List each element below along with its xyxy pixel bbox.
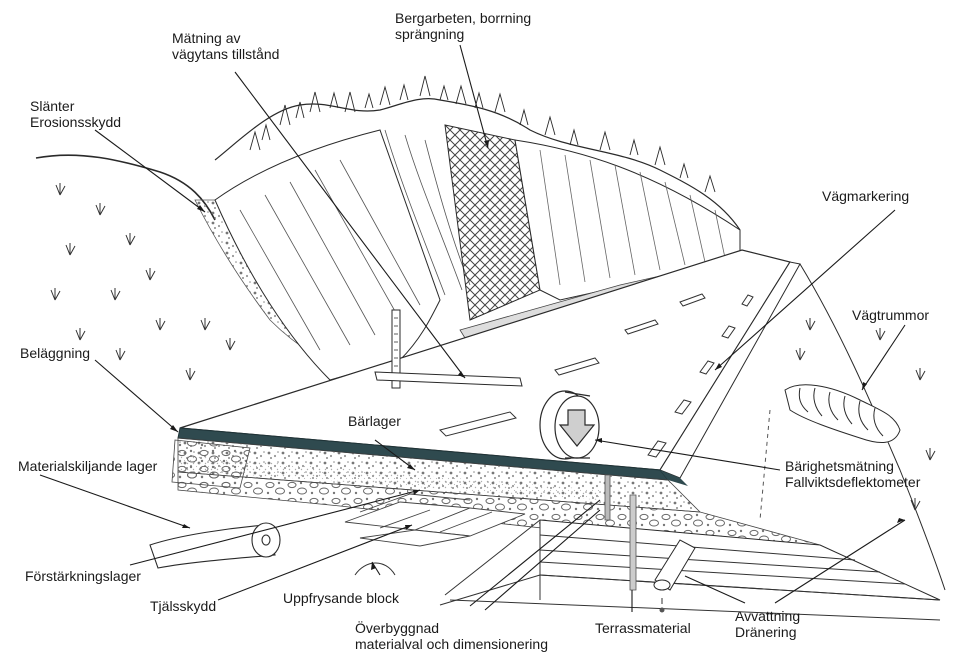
forest-silhouette [214,98,741,231]
label-forstarkningslager-text: Förstärkningslager [25,568,141,584]
label-uppfrysande-text: Uppfrysande block [283,590,399,606]
label-tjalsskydd-text: Tjälsskydd [150,598,217,614]
leader-overbyggnad-a [469,499,601,607]
label-barighetsmatning: Bärighetsmätning Fallviktsdeflektometer [785,458,920,490]
rock-cut-left-face [214,129,441,381]
label-avvattning-line1: Avvattning [735,608,801,624]
leader-materialskiljande [39,474,191,529]
label-matning-line1: Mätning av [172,30,241,46]
leader-tjalsskydd [217,524,413,601]
ground-line-left [35,154,216,221]
culvert-pipe [784,384,901,443]
label-slanter-line2: Erosionsskydd [30,114,122,130]
label-overbyggnad-line1: Överbyggnad [355,620,440,636]
asphalt-layer-right [660,470,688,486]
leader-overbyggnad-b [484,509,601,611]
label-vagmarkering-text: Vägmarkering [822,188,910,204]
label-avvattning: Avvattning Dränering [735,608,800,640]
surface-measurement-device [374,309,523,389]
forest-trees [249,75,716,193]
label-vagtrummor-text: Vägtrummor [852,307,930,323]
falling-weight-deflectometer [539,390,600,460]
leader-belaggning [94,359,179,433]
leader-arrowheads [170,140,905,570]
label-forstarkningslager: Förstärkningslager [25,568,141,584]
leader-vagmarkering [714,209,896,371]
label-bergarbeten-line2: sprängning [395,26,465,42]
label-materialskiljande: Materialskiljande lager [18,458,157,474]
embankment-layer-lines [439,519,941,621]
grass-tufts-left [50,183,236,381]
terrace-pole [604,474,611,521]
label-avvattning-line2: Dränering [735,624,797,640]
leader-avvattning-a [684,575,746,604]
label-bergarbeten-line1: Bergarbeten, borrning [395,10,532,26]
label-vagmarkering: Vägmarkering [822,188,909,204]
label-terrassmaterial-text: Terrassmaterial [595,620,691,636]
leader-bergarbeten [459,44,489,149]
label-slanter-line1: Slänter [30,98,75,114]
leader-barighet [594,439,781,471]
drainage-trench [629,494,637,591]
leader-forstarkning [129,489,421,566]
label-belaggning-text: Beläggning [20,345,91,361]
label-slanter: Slänter Erosionsskydd [30,98,121,130]
label-barighetsmatning-line2: Fallviktsdeflektometer [785,474,921,490]
left-stone-fill [171,439,251,489]
label-materialskiljande-text: Materialskiljande lager [18,458,158,474]
label-barlager: Bärlager [348,413,401,429]
right-ditch-slope [799,263,946,591]
rock-striations-right [539,149,726,286]
label-overbyggnad: Överbyggnad materialval och dimensioneri… [355,620,548,652]
leader-matning [234,71,466,379]
label-terrassmaterial: Terrassmaterial [595,620,691,636]
drain-pipe [653,539,696,613]
label-barlager-text: Bärlager [348,413,401,429]
label-vagtrummor: Vägtrummor [852,307,929,323]
label-matning: Mätning av vägytans tillstånd [172,30,279,62]
label-belaggning: Beläggning [20,345,90,361]
leader-lines [39,44,906,612]
leader-slanter [94,129,206,213]
frost-heave-mound [354,562,396,576]
road-edge-markings [647,294,754,458]
label-uppfrysande: Uppfrysande block [283,590,399,606]
leader-avvattning-b [774,519,906,604]
label-tjalsskydd: Tjälsskydd [150,598,216,614]
geotextile-roll [149,522,281,569]
subbase-layer-fine [178,455,600,500]
label-matning-line2: vägytans tillstånd [172,46,280,62]
label-overbyggnad-line2: materialval och dimensionering [355,636,548,652]
grass-tufts-right [795,318,936,511]
label-bergarbeten: Bergarbeten, borrning sprängning [395,10,531,42]
right-ditch-slope-dashed [759,409,771,521]
leader-vagtrummor [861,324,906,391]
label-barighetsmatning-line1: Bärighetsmätning [785,458,894,474]
leader-barlager [374,439,416,471]
road-center-markings [439,293,706,437]
